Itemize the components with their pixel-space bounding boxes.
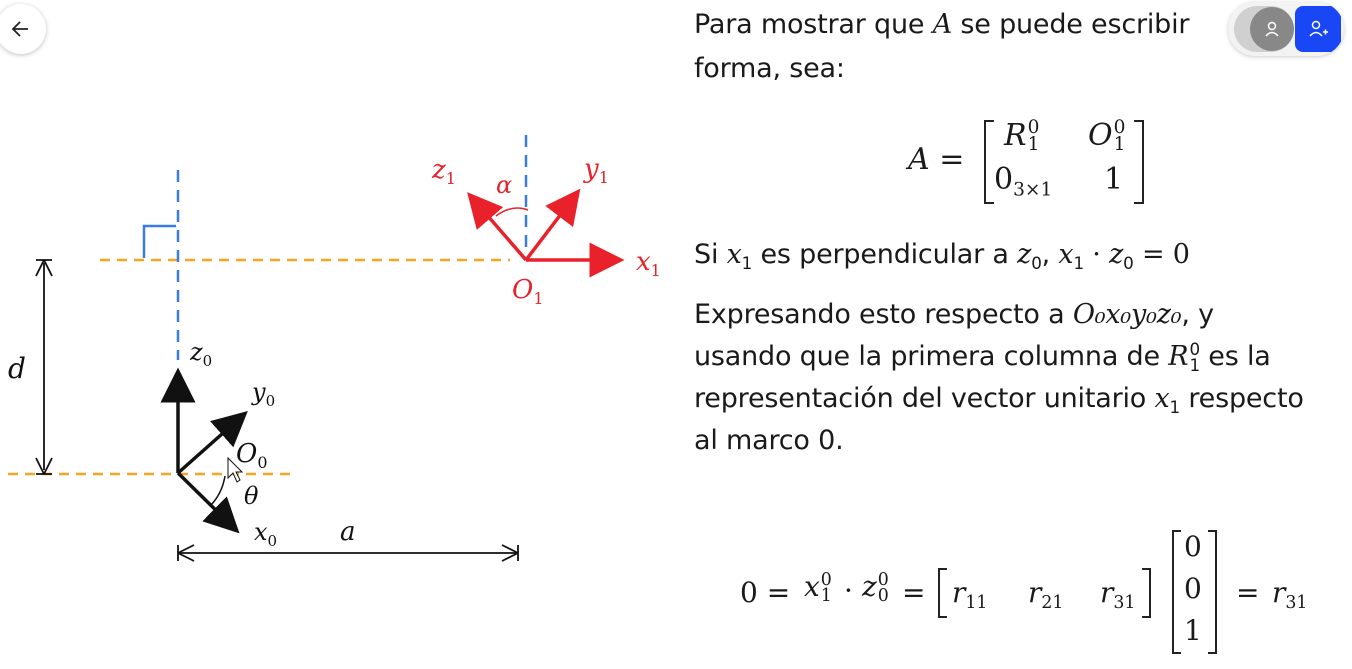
mouse-cursor-icon <box>227 456 244 483</box>
arrow-left-icon <box>11 21 28 37</box>
user-add-icon[interactable] <box>1295 6 1341 52</box>
svg-text:O0: O0 <box>236 439 268 472</box>
svg-text:z0: z0 <box>189 338 212 370</box>
svg-text:z1: z1 <box>431 155 456 188</box>
paragraph-line-4: al marco 0. <box>694 425 844 456</box>
intro-line-2: forma, sea: <box>694 53 845 84</box>
svg-text:y0: y0 <box>251 378 275 410</box>
right-angle-marker <box>142 224 176 258</box>
svg-text:θ: θ <box>244 482 259 510</box>
x0-axis <box>176 471 240 534</box>
y0-axis <box>176 411 248 475</box>
svg-text:a: a <box>340 517 356 547</box>
user-icon[interactable] <box>1250 7 1294 51</box>
theta-arc <box>209 475 226 507</box>
back-button[interactable] <box>0 4 46 54</box>
perpendicular-statement: Si x1 es perpendicular a z0, x1 · z0 = 0 <box>694 239 1190 273</box>
svg-text:x1: x1 <box>636 247 661 280</box>
z1-axis <box>467 192 528 262</box>
paragraph-line-3: representación del vector unitario x1 re… <box>694 383 1304 417</box>
svg-text:O1: O1 <box>512 275 544 308</box>
y1-axis <box>524 188 581 262</box>
intro-line-1: Para mostrar que A se puede escribir <box>694 9 1190 40</box>
svg-text:d: d <box>8 352 26 385</box>
svg-text:x0: x0 <box>254 518 277 550</box>
coordinate-frames-diagram: z1 α y1 x1 O1 d z0 y0 O0 θ x0 a <box>8 135 661 562</box>
paragraph-line-1: Expresando esto respecto a O₀x₀y₀z₀, y <box>694 299 1214 330</box>
svg-text:y1: y1 <box>583 154 609 187</box>
alpha-arc <box>495 207 529 217</box>
role-toggle[interactable] <box>1228 2 1344 56</box>
svg-text:α: α <box>496 171 512 199</box>
